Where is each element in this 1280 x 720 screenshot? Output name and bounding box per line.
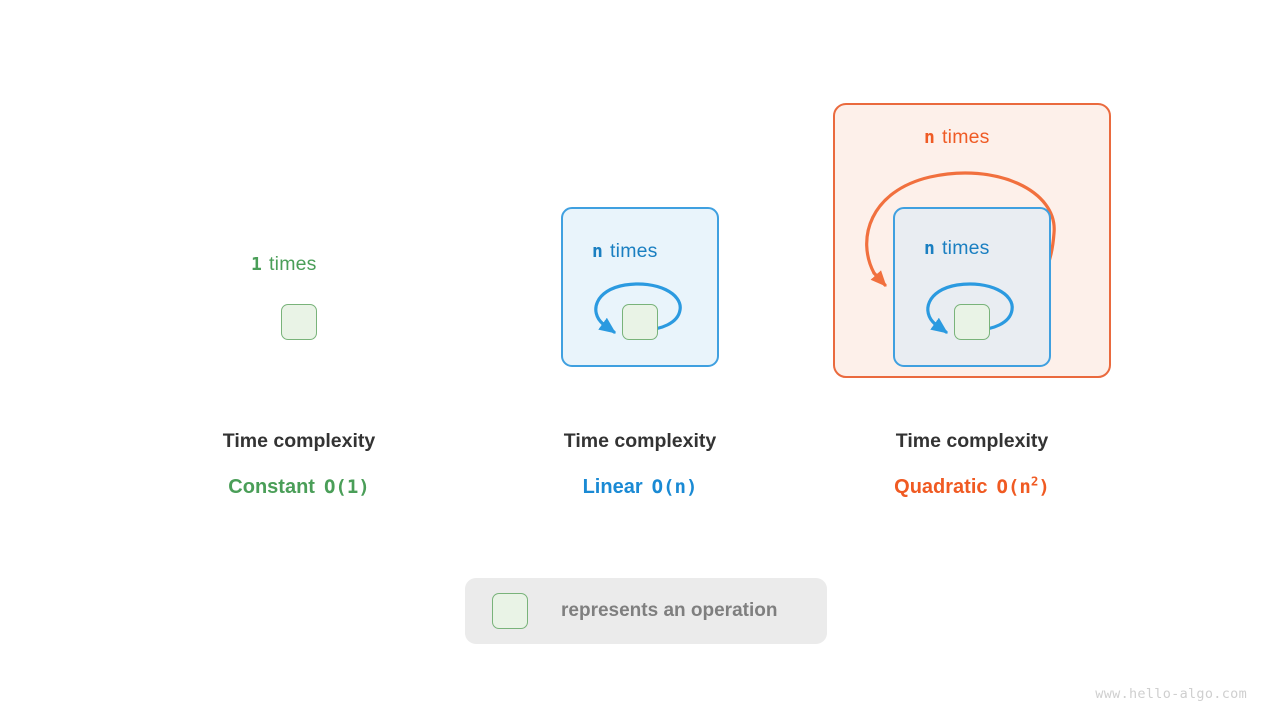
watermark: www.hello-algo.com (1095, 686, 1247, 702)
legend-label: represents an operation (561, 600, 778, 621)
operation-box (281, 304, 317, 340)
caption-quadratic: Time complexity Quadratic O(n2) (822, 430, 1122, 498)
caption-title: Time complexity (222, 430, 376, 452)
caption-constant: Time complexity Constant O(1) (149, 430, 449, 497)
complexity-exponent: 2 (1030, 473, 1039, 489)
caption-value: Constant O(1) (149, 477, 449, 497)
caption-title: Time complexity (895, 430, 1049, 452)
caption-value: Quadratic O(n2) (822, 473, 1122, 498)
complexity-notation: O(n2) (996, 473, 1050, 498)
caption-value: Linear O(n) (490, 477, 790, 497)
complexity-name: Linear (582, 475, 643, 498)
constant-repeat-count: 1 (251, 254, 263, 275)
caption-title: Time complexity (563, 430, 717, 452)
constant-repeat-label: 1 times (251, 253, 317, 275)
linear-repeat-count: n (592, 241, 604, 262)
quadratic-outer-repeat-count: n (924, 127, 936, 148)
complexity-notation: O(n) (651, 475, 698, 498)
operation-box (954, 304, 990, 340)
quadratic-outer-repeat-word: times (942, 126, 990, 148)
legend: represents an operation (465, 578, 827, 644)
linear-loop-box (561, 207, 719, 367)
complexity-name: Constant (228, 475, 315, 498)
quadratic-inner-repeat-count: n (924, 238, 936, 259)
quadratic-inner-repeat-word: times (942, 237, 990, 259)
operation-box (622, 304, 658, 340)
constant-repeat-word: times (269, 253, 317, 275)
complexity-name: Quadratic (894, 475, 988, 498)
linear-repeat-word: times (610, 240, 658, 262)
legend-operation-swatch (492, 593, 528, 629)
complexity-suffix: ) (1038, 475, 1050, 498)
complexity-base: O(n (996, 475, 1031, 498)
quadratic-inner-loop-box (893, 207, 1051, 367)
complexity-notation: O(1) (323, 475, 370, 498)
caption-linear: Time complexity Linear O(n) (490, 430, 790, 497)
